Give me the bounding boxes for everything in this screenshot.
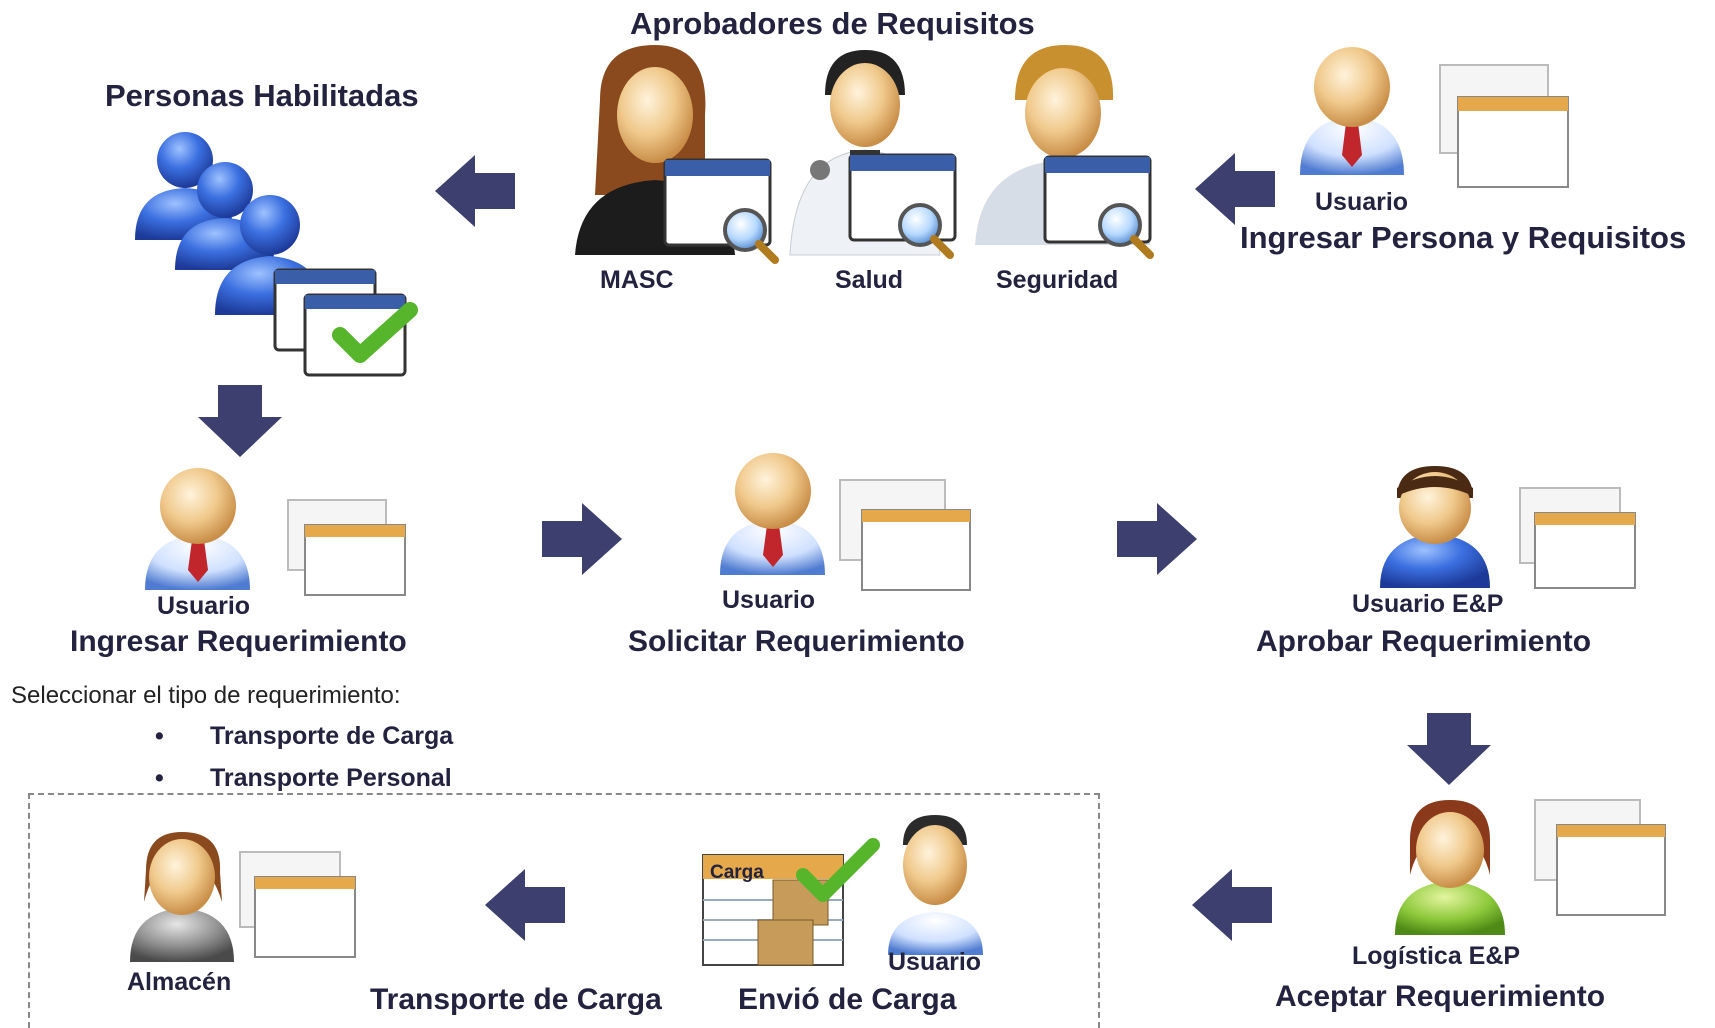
- user-icon: [145, 468, 406, 596]
- approvers-title: Aprobadores de Requisitos: [630, 6, 1035, 41]
- arrow-left-icon: [485, 869, 565, 941]
- approver-label-masc: MASC: [600, 266, 674, 294]
- masc-approver-icon: [575, 45, 779, 264]
- select-intro: Seleccionar el tipo de requerimiento:: [11, 682, 401, 709]
- enabled-persons-icon: [135, 132, 418, 377]
- user-icon: [720, 453, 971, 591]
- warehouse-label: Almacén: [127, 968, 232, 996]
- option-transporte-personal: Transporte Personal: [210, 764, 452, 792]
- user-entry-icon: [1300, 47, 1569, 188]
- seguridad-approver-icon: [975, 45, 1154, 259]
- approver-label-seguridad: Seguridad: [996, 266, 1119, 294]
- logistics-user-icon: [1395, 799, 1666, 935]
- option-transporte-carga: Transporte de Carga: [210, 722, 454, 750]
- enabled-persons-title: Personas Habilitadas: [105, 78, 419, 113]
- step1-role: Usuario: [157, 592, 251, 620]
- cargo-shipment-icon: [702, 815, 983, 966]
- send-action: Envió de Carga: [738, 983, 957, 1016]
- arrow-left-icon: [1192, 869, 1272, 941]
- arrow-left-icon: [435, 155, 515, 227]
- salud-approver-icon: [789, 50, 957, 259]
- transport-cargo-group: [28, 793, 1100, 1028]
- logistics-action: Aceptar Requerimiento: [1275, 980, 1606, 1013]
- bullet-icon: •: [155, 764, 164, 792]
- warehouse-user-icon: [130, 832, 356, 962]
- arrow-down-icon: [198, 385, 282, 457]
- arrow-right-icon: [542, 503, 622, 575]
- step1-action: Ingresar Requerimiento: [70, 625, 407, 658]
- step2-role: Usuario: [722, 586, 816, 614]
- arrow-down-icon: [1407, 713, 1491, 785]
- bullet-icon: •: [155, 722, 164, 750]
- entry-action: Ingresar Persona y Requisitos: [1240, 220, 1687, 255]
- user-ep-icon: [1380, 466, 1636, 589]
- cargo-tag: Carga: [710, 862, 764, 883]
- send-role: Usuario: [888, 948, 982, 976]
- step2-action: Solicitar Requerimiento: [628, 625, 965, 658]
- step3-action: Aprobar Requerimiento: [1256, 625, 1592, 658]
- logistics-role: Logística E&P: [1352, 942, 1521, 970]
- arrow-left-icon: [1195, 153, 1275, 225]
- arrow-right-icon: [1117, 503, 1197, 575]
- entry-role: Usuario: [1315, 188, 1409, 216]
- transport-label: Transporte de Carga: [370, 983, 662, 1016]
- step3-role: Usuario E&P: [1352, 590, 1504, 618]
- approver-label-salud: Salud: [835, 266, 904, 294]
